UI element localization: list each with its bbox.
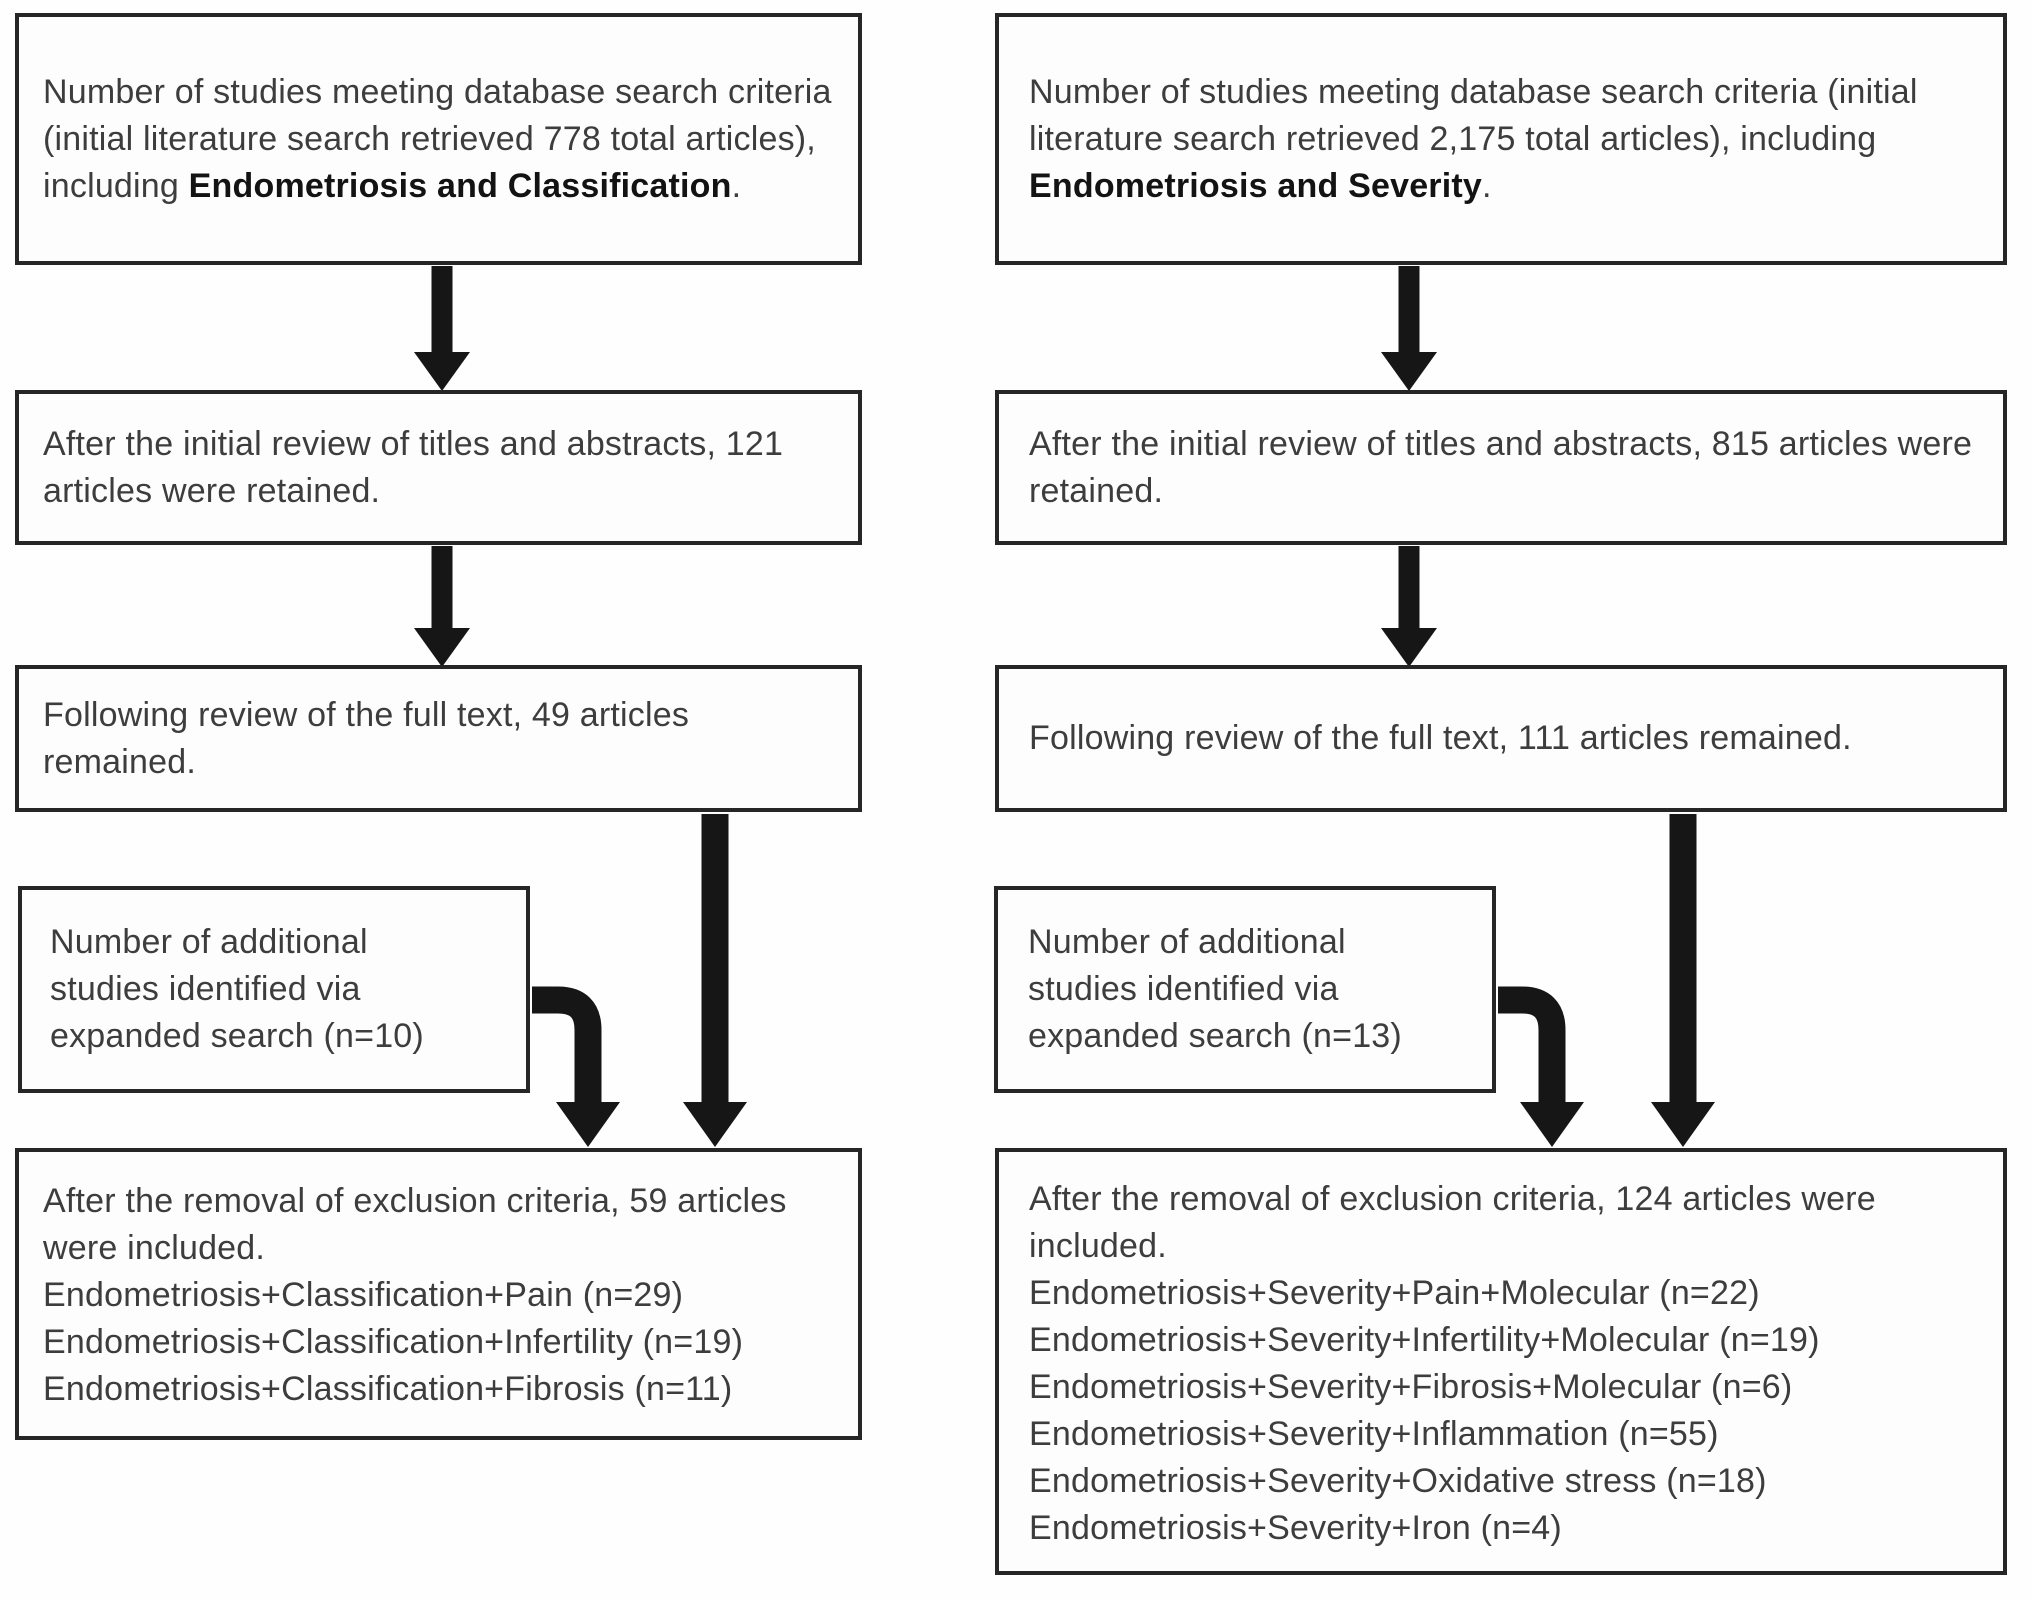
left-included-articles-box: After the removal of exclusion criteria,…	[15, 1148, 862, 1440]
right-query-line: Endometriosis+Severity+Fibrosis+Molecula…	[1029, 1368, 1793, 1406]
left-search-criteria-bold-term: Endometriosis and Classification	[188, 166, 732, 205]
right-arrow-box1-to-box2	[1381, 266, 1437, 391]
left-full-text-review-text: Following review of the full text, 49 ar…	[43, 695, 690, 781]
left-included-summary: After the removal of exclusion criteria,…	[43, 1182, 787, 1267]
right-additional-studies-line: expanded search (n=13)	[1028, 1017, 1402, 1055]
right-title-abstract-review-box: After the initial review of titles and a…	[995, 390, 2007, 545]
right-additional-studies-line: Number of additional	[1028, 923, 1346, 961]
right-arrow-box2-to-box3	[1381, 546, 1437, 667]
left-query-line: Endometriosis+Classification+Infertility…	[43, 1323, 744, 1361]
right-additional-studies-line: studies identified via	[1028, 970, 1339, 1008]
right-included-summary: After the removal of exclusion criteria,…	[1029, 1180, 1876, 1265]
right-full-text-review-text: Following review of the full text, 111 a…	[1029, 719, 1852, 757]
left-elbow-sidebox-to-box4	[532, 986, 620, 1147]
right-arrow-box3-to-box4	[1651, 814, 1715, 1147]
left-search-criteria-prefix: Number of studies meeting database searc…	[43, 72, 832, 205]
left-title-abstract-review-box: After the initial review of titles and a…	[15, 390, 862, 545]
right-search-criteria-prefix: Number of studies meeting database searc…	[1029, 72, 1918, 158]
left-search-criteria-box: Number of studies meeting database searc…	[15, 13, 862, 265]
left-arrow-box2-to-box3	[414, 546, 470, 667]
right-query-line: Endometriosis+Severity+Infertility+Molec…	[1029, 1321, 1820, 1359]
left-arrow-box1-to-box2	[414, 266, 470, 391]
right-full-text-review-box: Following review of the full text, 111 a…	[995, 665, 2007, 812]
left-additional-studies-line: expanded search (n=10)	[50, 1017, 424, 1055]
left-additional-studies-line: studies identified via	[50, 970, 361, 1008]
right-query-line: Endometriosis+Severity+Inflammation (n=5…	[1029, 1415, 1719, 1453]
right-search-criteria-bold-term: Endometriosis and Severity	[1029, 166, 1483, 205]
right-additional-studies-box: Number of additional studies identified …	[994, 886, 1496, 1093]
left-additional-studies-line: Number of additional	[50, 923, 368, 961]
left-additional-studies-box: Number of additional studies identified …	[18, 886, 530, 1093]
left-search-criteria-suffix: .	[731, 166, 742, 205]
right-search-criteria-suffix: .	[1482, 166, 1492, 205]
left-title-abstract-review-text: After the initial review of titles and a…	[43, 424, 784, 510]
right-included-articles-box: After the removal of exclusion criteria,…	[995, 1148, 2007, 1575]
right-title-abstract-review-text: After the initial review of titles and a…	[1029, 424, 1973, 510]
right-query-line: Endometriosis+Severity+Iron (n=4)	[1029, 1509, 1562, 1547]
left-search-criteria-text: Number of studies meeting database searc…	[43, 69, 832, 210]
right-search-criteria-box: Number of studies meeting database searc…	[995, 13, 2007, 265]
right-search-criteria-text: Number of studies meeting database searc…	[1029, 69, 1987, 210]
right-query-line: Endometriosis+Severity+Pain+Molecular (n…	[1029, 1274, 1760, 1312]
right-query-line: Endometriosis+Severity+Oxidative stress …	[1029, 1462, 1767, 1500]
right-elbow-sidebox-to-box4	[1498, 986, 1584, 1147]
left-query-line: Endometriosis+Classification+Fibrosis (n…	[43, 1370, 733, 1408]
left-arrow-box3-to-box4	[683, 814, 747, 1147]
left-query-line: Endometriosis+Classification+Pain (n=29)	[43, 1276, 684, 1314]
left-full-text-review-box: Following review of the full text, 49 ar…	[15, 665, 862, 812]
